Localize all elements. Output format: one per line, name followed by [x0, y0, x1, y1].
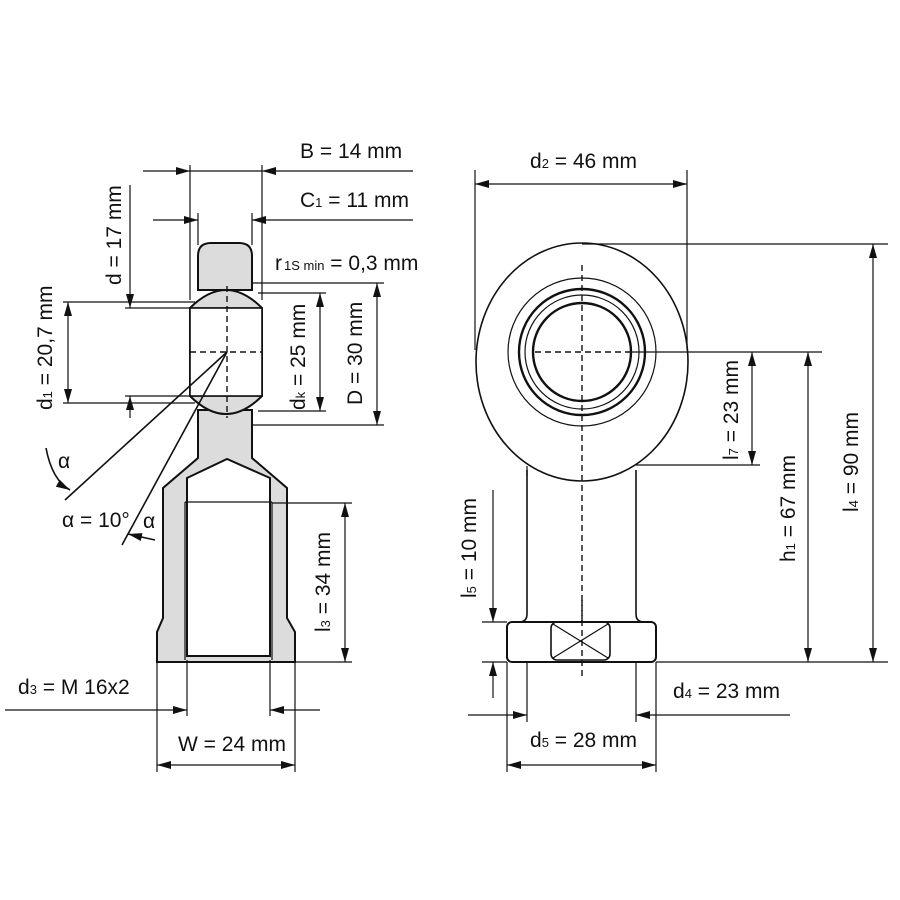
dim-B-label: B = 14 mm [300, 140, 402, 163]
dim-D-label: D = 30 mm [344, 302, 367, 405]
dim-d-label: d = 17 mm [103, 185, 126, 285]
dim-d4-label: d4 = 23 mm [673, 680, 780, 703]
dim-d5-label: d5 = 28 mm [530, 729, 637, 752]
wrench-flat [550, 621, 611, 661]
alpha-symbol-left: α [58, 450, 70, 473]
dim-h1-label: h1 = 67 mm [777, 455, 800, 562]
dim-C1-label: C1 = 11 mm [300, 189, 409, 212]
dim-d1-label: d1 = 20,7 mm [34, 285, 57, 410]
dim-l3-label: l3 = 34 mm [312, 532, 335, 632]
alpha-label: α = 10° [62, 509, 130, 532]
threaded-bore [186, 457, 271, 657]
dim-l7-label: l7 = 23 mm [720, 360, 743, 460]
housing-top [197, 242, 253, 291]
dim-W-label: W = 24 mm [178, 733, 286, 756]
front-view: d2 = 46 mm l7 = 23 mm h1 = 67 mm l4 = 90… [458, 150, 888, 772]
alpha-symbol-right: α [143, 510, 155, 533]
dim-d2-label: d2 = 46 mm [530, 150, 637, 173]
dim-l4-label: l4 = 90 mm [840, 412, 863, 512]
dim-d3-label: d3 = M 16x2 [18, 676, 130, 699]
dim-l5-label: l5 = 10 mm [458, 498, 481, 598]
dim-dk-label: dk = 25 mm [287, 304, 310, 410]
